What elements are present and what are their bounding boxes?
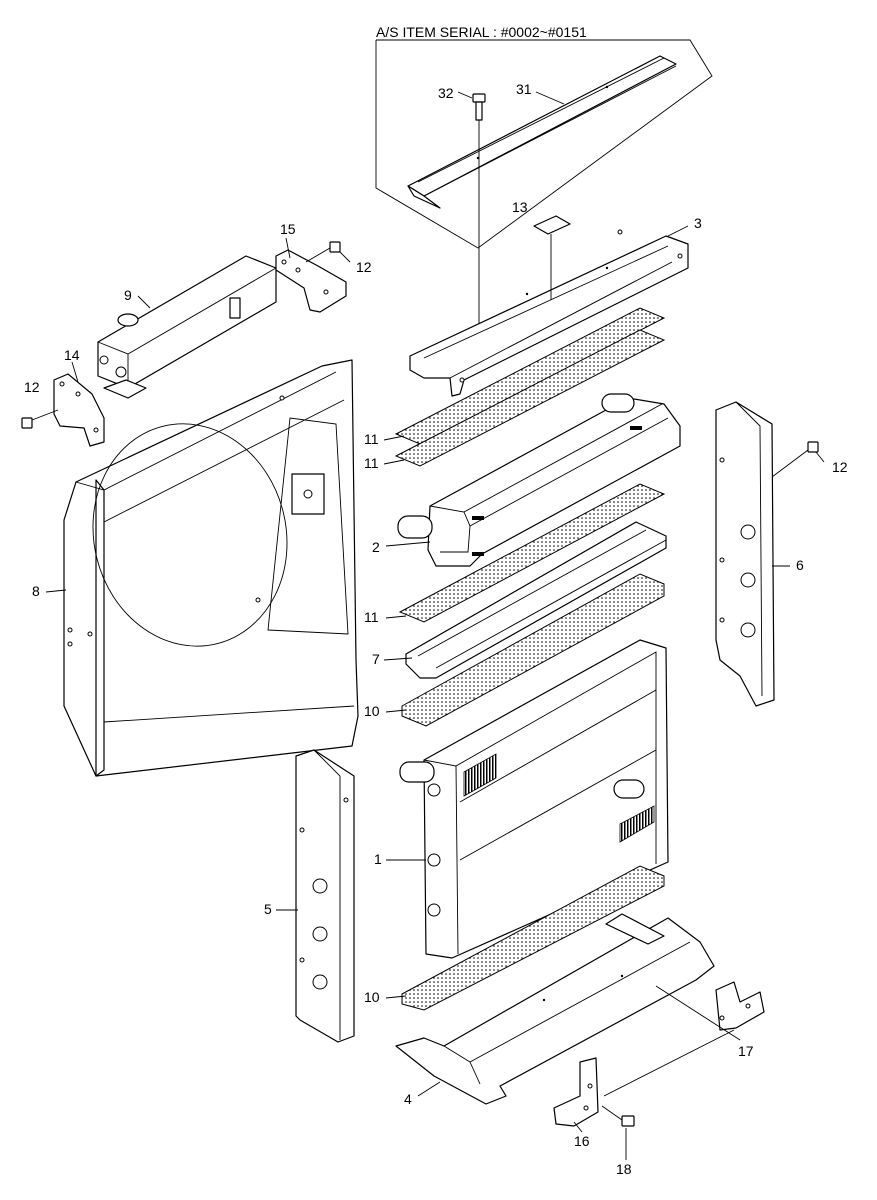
callout-2: 2	[372, 539, 380, 555]
callout-32: 32	[438, 85, 454, 101]
callout-18: 18	[616, 1161, 632, 1177]
part-3-upper-bracket	[409, 229, 689, 397]
callout-7: 7	[372, 651, 380, 667]
callout-3: 3	[694, 215, 702, 231]
callout-17: 17	[738, 1043, 754, 1059]
part-7-tray	[405, 521, 667, 679]
part-31-top-channel	[407, 55, 677, 209]
callout-11-b: 11	[364, 455, 379, 471]
part-12-bolt-a	[305, 241, 341, 263]
callout-10-a: 10	[364, 703, 380, 719]
part-6-right-side-member	[715, 401, 775, 707]
callout-6: 6	[796, 557, 804, 573]
callout-8: 8	[32, 583, 40, 599]
leader-lines	[45, 91, 825, 1160]
callout-4: 4	[404, 1091, 412, 1107]
callout-31: 31	[516, 81, 532, 97]
part-16-bracket	[553, 1057, 599, 1127]
callout-9: 9	[124, 287, 132, 303]
part-12-bolt-b	[21, 409, 59, 429]
part-1-radiator	[399, 639, 669, 959]
part-8-fan-shroud	[63, 359, 359, 777]
callout-11-a: 11	[364, 431, 379, 447]
part-11-mesh-b	[394, 329, 666, 467]
part-15-tank-bracket	[275, 249, 347, 313]
part-12-bolt-c	[767, 441, 819, 481]
callout-1: 1	[374, 851, 382, 867]
part-32-bolt	[472, 93, 486, 342]
callout-11-c: 11	[364, 609, 379, 625]
part-11-mesh-c	[398, 483, 666, 623]
part-14-tank-bracket	[53, 373, 105, 447]
part-13-label	[533, 215, 571, 235]
part-5-left-side-member	[295, 749, 355, 1043]
callout-12-b: 12	[24, 379, 40, 395]
callout-15: 15	[280, 221, 296, 237]
part-17-bracket	[715, 981, 765, 1031]
callout-10-b: 10	[364, 989, 380, 1005]
callout-13: 13	[512, 199, 528, 215]
as-item-box	[375, 39, 713, 249]
callout-14: 14	[64, 347, 80, 363]
serial-title: A/S ITEM SERIAL : #0002~#0151	[376, 24, 587, 40]
callout-16: 16	[574, 1133, 590, 1149]
part-9-expansion-tank	[97, 255, 277, 399]
callout-5: 5	[264, 901, 272, 917]
part-10-mesh-a	[401, 573, 665, 727]
part-4-lower-frame	[395, 913, 715, 1105]
callout-12-c: 12	[832, 459, 848, 475]
callout-12-a: 12	[356, 259, 372, 275]
part-18-bolt	[601, 1105, 635, 1127]
part-11-mesh-a	[394, 307, 666, 445]
part-2-cooler	[397, 393, 681, 567]
part-10-mesh-b	[401, 865, 665, 1011]
